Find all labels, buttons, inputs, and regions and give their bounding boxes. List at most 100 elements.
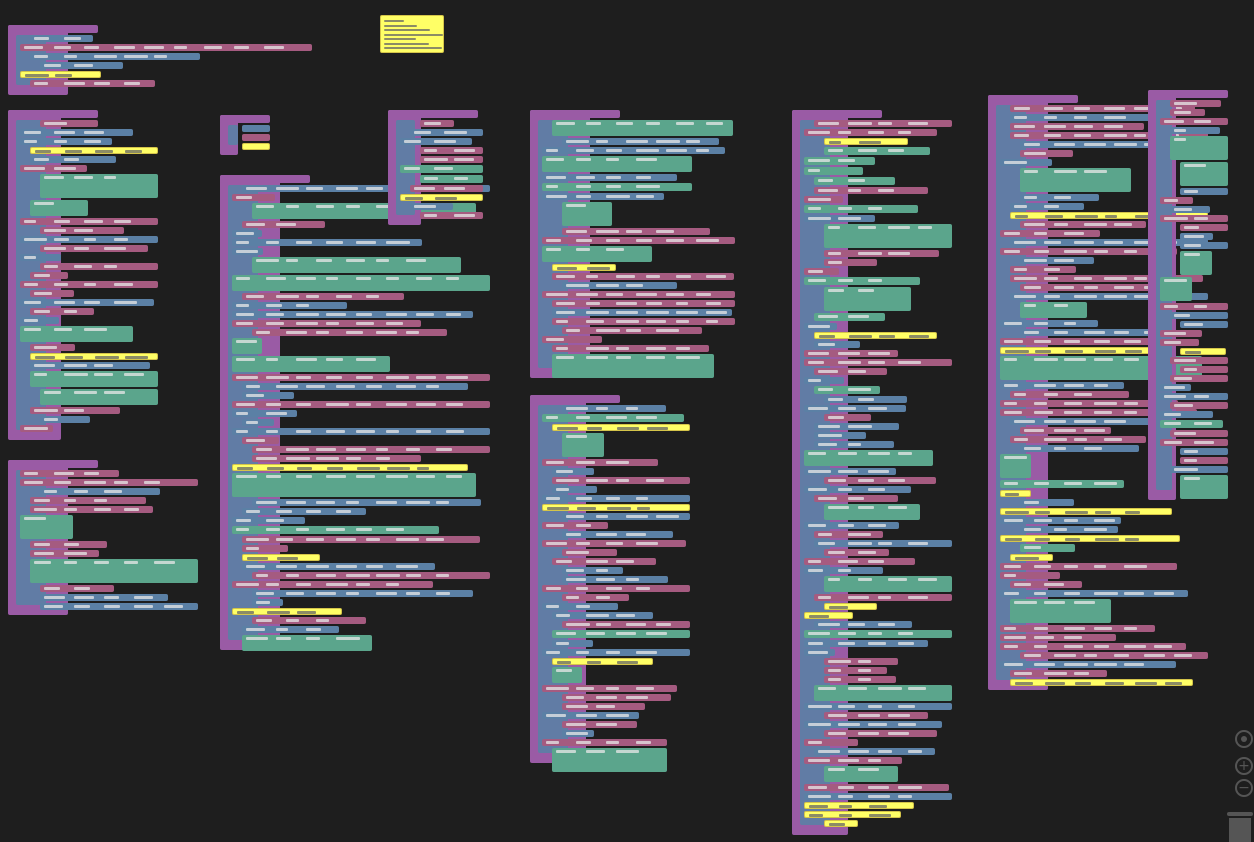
block-field[interactable] xyxy=(556,347,569,350)
ctrl-block[interactable] xyxy=(1020,526,1118,533)
block-field[interactable] xyxy=(828,578,841,581)
block-field[interactable] xyxy=(266,322,284,325)
block-field[interactable] xyxy=(246,187,268,190)
block-field[interactable] xyxy=(1184,244,1202,247)
block-field[interactable] xyxy=(1064,565,1079,568)
block-field[interactable] xyxy=(436,501,450,504)
block-field[interactable] xyxy=(879,335,896,338)
block-field[interactable] xyxy=(1004,627,1016,630)
block-field[interactable] xyxy=(706,275,727,278)
block-field[interactable] xyxy=(406,574,422,577)
block-field[interactable] xyxy=(316,501,336,504)
block-field[interactable] xyxy=(1144,654,1166,657)
block-field[interactable] xyxy=(44,418,59,421)
ctrl-block[interactable] xyxy=(232,302,347,309)
block-field[interactable] xyxy=(1064,411,1082,414)
block-field[interactable] xyxy=(829,141,842,144)
ctrl-block[interactable] xyxy=(814,441,895,448)
block-field[interactable] xyxy=(1094,565,1107,568)
block-field[interactable] xyxy=(125,356,148,359)
block-field[interactable] xyxy=(546,248,561,251)
block-field[interactable] xyxy=(34,55,49,58)
block-field[interactable] xyxy=(808,632,830,635)
block-field[interactable] xyxy=(706,311,728,314)
block-field[interactable] xyxy=(1104,107,1126,110)
block-field[interactable] xyxy=(64,543,79,546)
block-field[interactable] xyxy=(546,497,560,500)
block-field[interactable] xyxy=(1094,250,1108,253)
block-field[interactable] xyxy=(94,55,118,58)
list-block[interactable] xyxy=(1020,168,1132,192)
block-field[interactable] xyxy=(838,452,857,455)
block-field[interactable] xyxy=(306,538,324,541)
block-field[interactable] xyxy=(566,204,587,207)
ctrl-block[interactable] xyxy=(232,410,297,417)
block-field[interactable] xyxy=(154,55,168,58)
block-field[interactable] xyxy=(446,475,462,478)
block-field[interactable] xyxy=(1164,279,1188,282)
block-field[interactable] xyxy=(586,614,610,617)
block-field[interactable] xyxy=(908,687,927,690)
block-field[interactable] xyxy=(444,187,465,190)
var-block[interactable] xyxy=(552,345,710,352)
block-field[interactable] xyxy=(557,661,571,664)
block-field[interactable] xyxy=(808,524,827,527)
block-field[interactable] xyxy=(336,187,359,190)
block-field[interactable] xyxy=(1044,116,1058,119)
block-field[interactable] xyxy=(828,289,844,292)
block-field[interactable] xyxy=(1045,682,1066,685)
block-field[interactable] xyxy=(1164,395,1187,398)
block-field[interactable] xyxy=(1034,645,1047,648)
block-field[interactable] xyxy=(1014,268,1027,271)
var-block[interactable] xyxy=(232,320,421,327)
block-field[interactable] xyxy=(24,328,41,331)
block-field[interactable] xyxy=(266,277,287,280)
list-block[interactable] xyxy=(1020,302,1087,318)
block-field[interactable] xyxy=(586,320,604,323)
block-field[interactable] xyxy=(576,461,595,464)
block-field[interactable] xyxy=(848,315,869,318)
block-stack[interactable] xyxy=(388,110,483,225)
comment-block[interactable] xyxy=(30,353,158,360)
block-field[interactable] xyxy=(1114,286,1134,289)
block-field[interactable] xyxy=(346,448,367,451)
block-field[interactable] xyxy=(868,786,889,789)
block-field[interactable] xyxy=(356,241,377,244)
block-field[interactable] xyxy=(406,592,420,595)
block-field[interactable] xyxy=(1094,627,1113,630)
block-field[interactable] xyxy=(55,74,73,77)
block-field[interactable] xyxy=(34,292,52,295)
block-field[interactable] xyxy=(1104,295,1127,298)
block-field[interactable] xyxy=(296,358,318,361)
var-block[interactable] xyxy=(252,329,447,336)
block-field[interactable] xyxy=(566,578,587,581)
block-field[interactable] xyxy=(34,202,55,205)
block-field[interactable] xyxy=(838,786,855,789)
block-field[interactable] xyxy=(1174,129,1187,132)
block-field[interactable] xyxy=(266,313,285,316)
ctrl-block[interactable] xyxy=(20,254,62,261)
block-field[interactable] xyxy=(1185,351,1202,354)
block-field[interactable] xyxy=(114,301,138,304)
block-field[interactable] xyxy=(1094,411,1113,414)
var-block[interactable] xyxy=(804,784,949,791)
block-field[interactable] xyxy=(286,457,310,460)
block-field[interactable] xyxy=(1184,164,1207,167)
block-field[interactable] xyxy=(818,388,834,391)
block-field[interactable] xyxy=(124,508,139,511)
var-block[interactable] xyxy=(1000,400,1178,407)
block-field[interactable] xyxy=(808,169,821,172)
block-field[interactable] xyxy=(586,479,608,482)
var-block[interactable] xyxy=(232,194,276,201)
block-field[interactable] xyxy=(898,705,915,708)
ctrl-block[interactable] xyxy=(252,590,473,597)
comment-block[interactable] xyxy=(1010,554,1053,561)
block-field[interactable] xyxy=(236,376,258,379)
ctrl-block[interactable] xyxy=(542,495,690,502)
block-field[interactable] xyxy=(74,176,93,179)
ctrl-block[interactable] xyxy=(1020,194,1100,201)
block-field[interactable] xyxy=(838,723,861,726)
block-field[interactable] xyxy=(44,247,67,250)
block-field[interactable] xyxy=(336,385,356,388)
block-field[interactable] xyxy=(1004,384,1019,387)
